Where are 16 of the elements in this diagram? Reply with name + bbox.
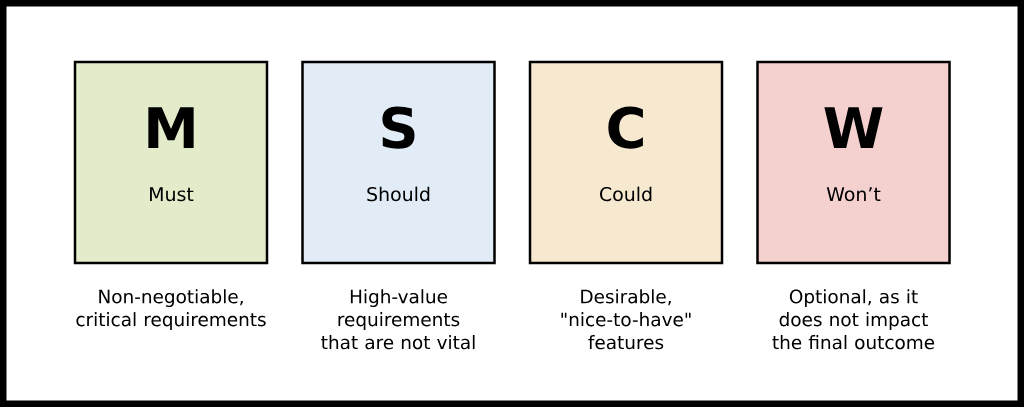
category-label: Must <box>150 187 194 202</box>
description-text: Optional, as it does not impact the final outcome <box>772 289 935 350</box>
description-text: Non-negotiable, critical requirements <box>76 289 266 330</box>
letter-heading: C <box>608 106 643 149</box>
category-label: Won’t <box>826 187 881 202</box>
category-box <box>73 60 269 265</box>
letter-heading: S <box>382 106 415 149</box>
category-box <box>756 60 951 265</box>
category-box <box>301 60 496 265</box>
category-label: Could <box>600 186 652 202</box>
letter-heading: M <box>148 107 194 148</box>
description-text: High-value requirements that are not vital <box>321 289 475 350</box>
category-label: Should <box>367 186 430 202</box>
letter-heading: W <box>824 107 883 148</box>
category-box <box>528 60 724 265</box>
description-text: Desirable, "nice-to-have" features <box>561 289 691 350</box>
